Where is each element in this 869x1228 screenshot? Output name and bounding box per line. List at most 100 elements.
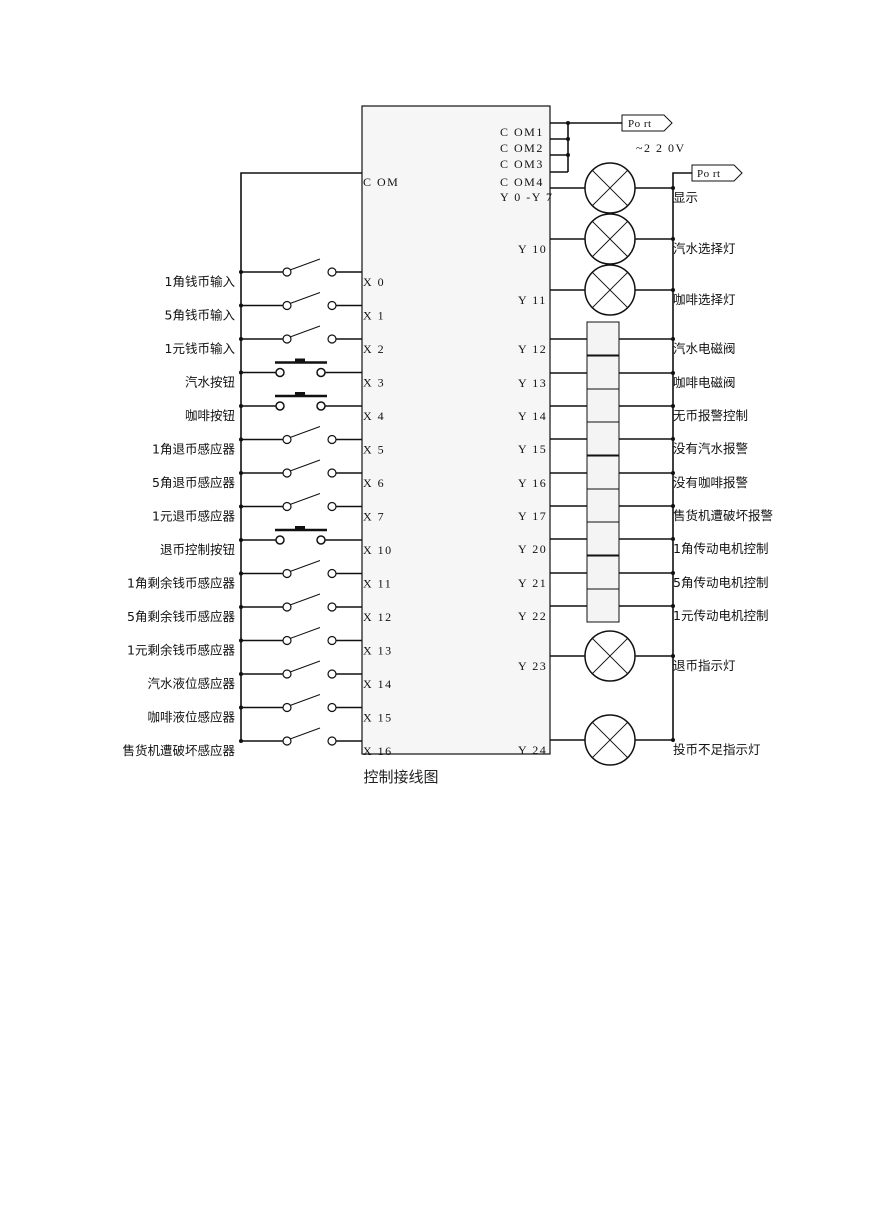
output-row: 汽水选择灯 Y 10 xyxy=(518,213,736,265)
switch-symbol xyxy=(241,593,362,612)
output-label: 1元传动电机控制 xyxy=(673,608,768,623)
input-pin-label: X 6 xyxy=(363,476,385,490)
plc-com3-label: C OM3 xyxy=(500,157,544,171)
input-pin-label: X 13 xyxy=(363,644,393,658)
coil-symbol xyxy=(550,455,673,490)
input-pin-label: X 11 xyxy=(363,577,392,591)
output-label: 咖啡选择灯 xyxy=(673,292,736,307)
input-label: 5角剩余钱币感应器 xyxy=(127,609,235,624)
switch-symbol xyxy=(241,493,362,512)
output-pin-label: Y 20 xyxy=(518,542,547,556)
switch-symbol xyxy=(241,660,362,679)
coil-symbol xyxy=(550,521,673,556)
pushbutton-symbol xyxy=(241,526,362,545)
input-pin-label: X 16 xyxy=(363,744,393,758)
input-row: 5角退币感应器 X 6 xyxy=(152,459,385,490)
pushbutton-symbol xyxy=(241,392,362,411)
diagram-caption: 控制接线图 xyxy=(363,768,438,786)
output-row: 1元传动电机控制 Y 22 xyxy=(518,588,768,623)
pushbutton-symbol xyxy=(241,358,362,378)
output-row: 显示 xyxy=(550,162,698,214)
switch-symbol xyxy=(241,560,362,579)
plc-body xyxy=(361,105,551,755)
plc-com2-label: C OM2 xyxy=(500,141,544,155)
output-label: 汽水选择灯 xyxy=(673,241,736,256)
output-label: 没有汽水报警 xyxy=(673,441,748,456)
coil-symbol xyxy=(550,421,673,456)
output-pin-label: Y 17 xyxy=(518,509,547,523)
lamp-symbol xyxy=(550,630,673,682)
input-label: 1元剩余钱币感应器 xyxy=(127,643,235,658)
coil-symbol xyxy=(550,355,673,390)
output-pin-label: Y 13 xyxy=(518,376,547,390)
switch-symbol xyxy=(241,694,362,713)
lamp-symbol xyxy=(550,162,673,214)
input-row: 1元剩余钱币感应器 X 13 xyxy=(127,627,393,658)
plc-y0-y7-label: Y 0 -Y 7 xyxy=(500,190,553,204)
input-pin-label: X 7 xyxy=(363,510,385,524)
output-bus-right xyxy=(672,172,692,740)
input-label: 5角退币感应器 xyxy=(152,475,235,490)
output-pin-label: Y 23 xyxy=(518,659,547,673)
switch-symbol xyxy=(241,426,362,445)
output-row: 咖啡选择灯 Y 11 xyxy=(518,264,736,316)
input-label: 汽水按钮 xyxy=(185,375,235,390)
input-label: 1元退币感应器 xyxy=(152,509,235,524)
com-wiring xyxy=(550,121,622,173)
output-pin-label: Y 14 xyxy=(518,409,547,423)
voltage-label: ~2 2 0V xyxy=(636,141,686,155)
input-label: 咖啡按钮 xyxy=(185,408,235,423)
input-label: 5角钱币输入 xyxy=(165,308,236,323)
input-pin-label: X 14 xyxy=(363,677,393,691)
coil-symbol xyxy=(550,321,673,356)
port-tag-right: Po rt xyxy=(691,164,743,182)
switch-symbol xyxy=(241,627,362,646)
output-row: 咖啡电磁阀 Y 13 xyxy=(518,355,736,390)
input-label: 售货机遭破坏感应器 xyxy=(122,743,235,758)
plc-com1-label: C OM1 xyxy=(500,125,544,139)
input-pin-label: X 0 xyxy=(363,275,385,289)
output-pin-label: Y 22 xyxy=(518,609,547,623)
output-row: 售货机遭破坏报警 Y 17 xyxy=(518,488,773,523)
input-label: 1角剩余钱币感应器 xyxy=(127,576,235,591)
output-label: 售货机遭破坏报警 xyxy=(673,508,773,523)
output-pin-label: Y 24 xyxy=(518,743,547,757)
input-label: 1角钱币输入 xyxy=(165,274,236,289)
output-pin-label: Y 10 xyxy=(518,242,547,256)
svg-text:Po rt: Po rt xyxy=(628,118,652,130)
port-tag-top: Po rt xyxy=(621,114,673,132)
output-pin-label: Y 11 xyxy=(518,293,547,307)
input-label: 退币控制按钮 xyxy=(160,542,235,557)
lamp-symbol xyxy=(550,714,673,766)
output-label: 汽水电磁阀 xyxy=(673,341,736,356)
coil-symbol xyxy=(550,555,673,590)
input-label: 1角退币感应器 xyxy=(152,442,235,457)
switch-symbol xyxy=(241,325,362,344)
output-label: 没有咖啡报警 xyxy=(673,475,748,490)
output-label: 咖啡电磁阀 xyxy=(673,375,736,390)
output-label: 5角传动电机控制 xyxy=(673,575,768,590)
output-label: 显示 xyxy=(673,190,698,205)
plc-com-label: C OM xyxy=(363,175,399,189)
input-pin-label: X 3 xyxy=(363,376,385,390)
switch-symbol xyxy=(241,292,362,311)
input-label: 1元钱币输入 xyxy=(165,341,236,356)
output-pin-label: Y 16 xyxy=(518,476,547,490)
input-row: 售货机遭破坏感应器 X 16 xyxy=(122,727,393,758)
input-pin-label: X 1 xyxy=(363,309,385,323)
